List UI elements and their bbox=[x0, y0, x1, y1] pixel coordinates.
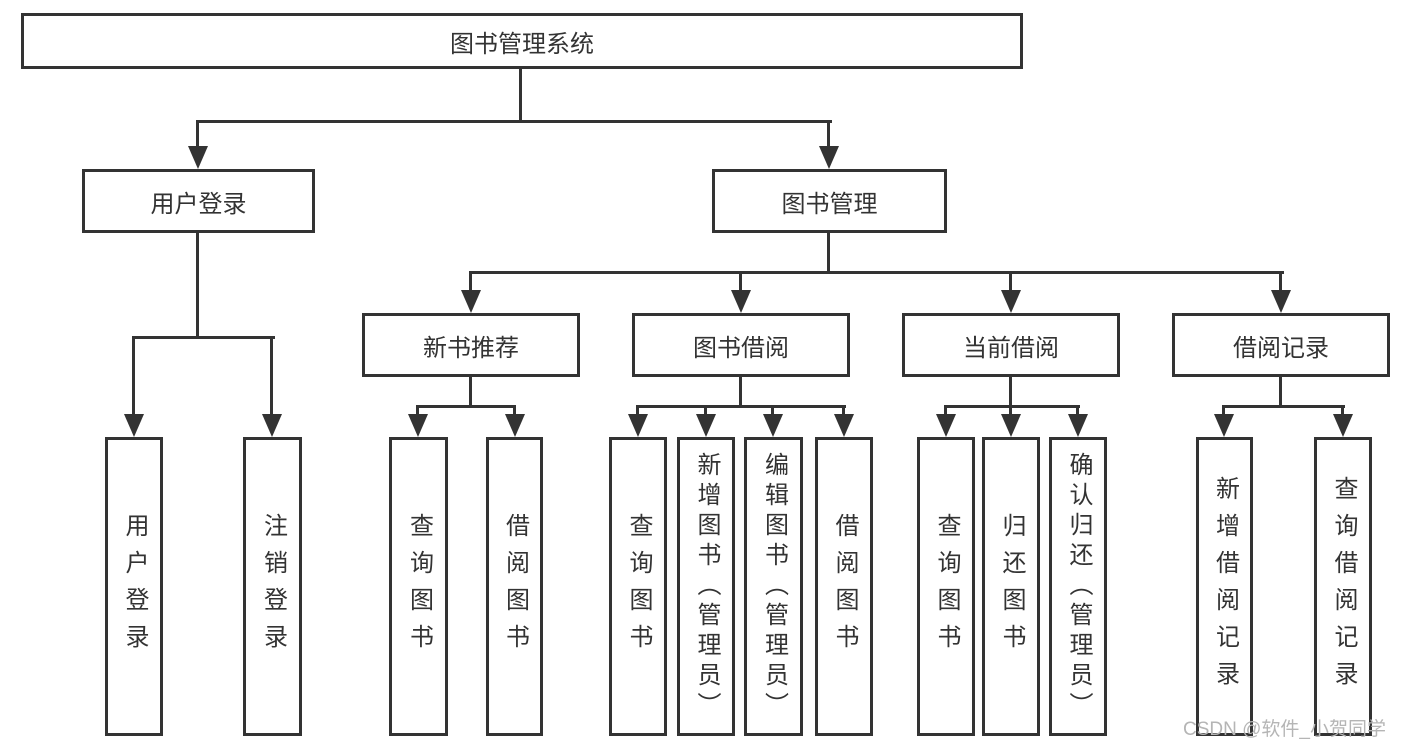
edge-line bbox=[1341, 405, 1344, 419]
arrowhead-down-icon bbox=[1214, 414, 1234, 437]
node-current-borrow: 当前借阅 bbox=[902, 313, 1120, 377]
edge-line bbox=[637, 405, 846, 408]
edge-line bbox=[842, 405, 845, 419]
leaf-current-query-books: 查询图书 bbox=[917, 437, 975, 736]
arrowhead-down-icon bbox=[834, 414, 854, 437]
arrowhead-down-icon bbox=[124, 414, 144, 437]
leaf-user-login: 用户登录 bbox=[105, 437, 163, 736]
edge-line bbox=[1009, 405, 1012, 419]
leaf-label: 确认归还（管理员） bbox=[1065, 451, 1092, 722]
edge-line bbox=[1222, 405, 1225, 419]
edge-line bbox=[470, 271, 1284, 274]
arrowhead-down-icon bbox=[1001, 414, 1021, 437]
arrowhead-down-icon bbox=[696, 414, 716, 437]
arrowhead-down-icon bbox=[819, 146, 839, 169]
arrowhead-down-icon bbox=[731, 290, 751, 313]
arrowhead-down-icon bbox=[188, 146, 208, 169]
leaf-borrow-edit-books-admin: 编辑图书（管理员） bbox=[744, 437, 803, 736]
arrowhead-down-icon bbox=[1333, 414, 1353, 437]
edge-line bbox=[1076, 405, 1079, 419]
edge-line bbox=[739, 271, 742, 295]
leaf-logout-login: 注销登录 bbox=[243, 437, 302, 736]
node-label: 图书管理 bbox=[781, 190, 878, 218]
node-book-management-system: 图书管理系统 bbox=[21, 13, 1023, 69]
leaf-label: 查询图书 bbox=[625, 512, 652, 661]
edge-line bbox=[1223, 405, 1345, 408]
edge-line bbox=[771, 405, 774, 419]
node-new-book-recommend: 新书推荐 bbox=[362, 313, 580, 377]
node-user-login-module: 用户登录 bbox=[82, 169, 315, 233]
node-label: 借阅记录 bbox=[1233, 334, 1329, 362]
edge-line bbox=[197, 120, 832, 123]
arrowhead-down-icon bbox=[408, 414, 428, 437]
edge-line bbox=[704, 405, 707, 419]
node-label: 当前借阅 bbox=[963, 334, 1059, 362]
leaf-current-return-books: 归还图书 bbox=[982, 437, 1040, 736]
edge-line bbox=[133, 336, 275, 339]
leaf-label: 借阅图书 bbox=[501, 512, 529, 661]
leaf-current-confirm-return-admin: 确认归还（管理员） bbox=[1049, 437, 1107, 736]
edge-line bbox=[416, 405, 419, 419]
node-label: 图书管理系统 bbox=[450, 30, 594, 58]
edge-line bbox=[196, 233, 199, 339]
arrowhead-down-icon bbox=[763, 414, 783, 437]
leaf-recommend-borrow-books: 借阅图书 bbox=[486, 437, 543, 736]
leaf-borrow-add-books-admin: 新增图书（管理员） bbox=[677, 437, 735, 736]
leaf-label: 新增借阅记录 bbox=[1211, 475, 1239, 698]
edge-line bbox=[469, 271, 472, 295]
leaf-records-query-record: 查询借阅记录 bbox=[1314, 437, 1372, 736]
edge-line bbox=[513, 405, 516, 419]
edge-line bbox=[944, 405, 947, 419]
arrowhead-down-icon bbox=[628, 414, 648, 437]
edge-line bbox=[827, 120, 830, 151]
edge-line bbox=[519, 69, 522, 120]
arrowhead-down-icon bbox=[1068, 414, 1088, 437]
edge-line bbox=[827, 233, 830, 274]
leaf-borrow-borrow-books: 借阅图书 bbox=[815, 437, 873, 736]
arrowhead-down-icon bbox=[1001, 290, 1021, 313]
edge-line bbox=[132, 336, 135, 419]
leaf-records-add-record: 新增借阅记录 bbox=[1196, 437, 1253, 736]
leaf-borrow-query-books: 查询图书 bbox=[609, 437, 667, 736]
edge-line bbox=[196, 120, 199, 151]
leaf-recommend-query-books: 查询图书 bbox=[389, 437, 448, 736]
arrowhead-down-icon bbox=[505, 414, 525, 437]
csdn-watermark: CSDN @软件_小贺同学 bbox=[1183, 719, 1386, 740]
edge-line bbox=[417, 405, 516, 408]
edge-line bbox=[739, 377, 742, 408]
leaf-label: 新增图书（管理员） bbox=[693, 451, 720, 722]
leaf-label: 借阅图书 bbox=[831, 512, 858, 661]
leaf-label: 查询借阅记录 bbox=[1330, 475, 1357, 698]
node-book-management-module: 图书管理 bbox=[712, 169, 947, 233]
node-borrow-records: 借阅记录 bbox=[1172, 313, 1390, 377]
leaf-label: 查询图书 bbox=[405, 512, 433, 661]
leaf-label: 编辑图书（管理员） bbox=[760, 451, 788, 722]
edge-line bbox=[1009, 271, 1012, 295]
arrowhead-down-icon bbox=[1271, 290, 1291, 313]
arrowhead-down-icon bbox=[262, 414, 282, 437]
leaf-label: 注销登录 bbox=[259, 512, 287, 661]
edge-line bbox=[1009, 377, 1012, 408]
edge-line bbox=[270, 336, 273, 419]
node-label: 图书借阅 bbox=[693, 334, 789, 362]
leaf-label: 归还图书 bbox=[998, 512, 1025, 661]
node-book-borrow: 图书借阅 bbox=[632, 313, 850, 377]
leaf-label: 用户登录 bbox=[121, 512, 148, 661]
edge-line bbox=[1279, 271, 1282, 295]
edge-line bbox=[469, 377, 472, 408]
node-label: 用户登录 bbox=[150, 190, 247, 218]
edge-line bbox=[945, 405, 1080, 408]
arrowhead-down-icon bbox=[461, 290, 481, 313]
node-label: 新书推荐 bbox=[423, 334, 519, 362]
edge-line bbox=[636, 405, 639, 419]
edge-line bbox=[1279, 377, 1282, 407]
arrowhead-down-icon bbox=[936, 414, 956, 437]
leaf-label: 查询图书 bbox=[933, 512, 960, 661]
